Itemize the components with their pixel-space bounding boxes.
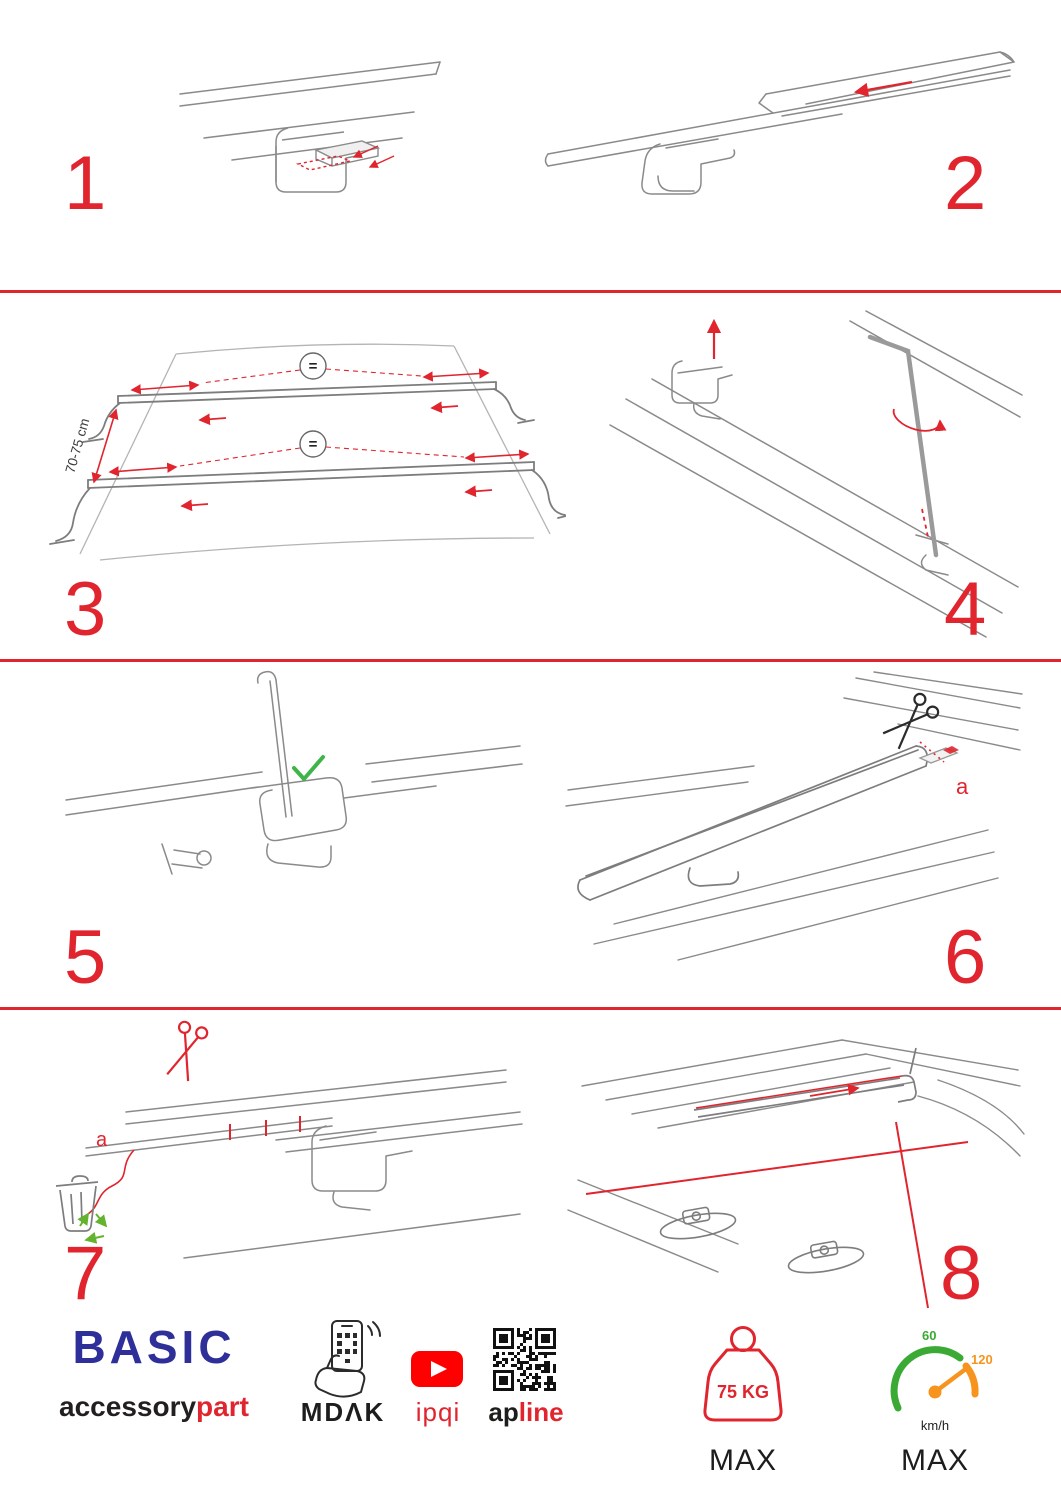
speed-high-label: 120	[971, 1352, 993, 1367]
equal-sign: =	[309, 358, 318, 375]
section-divider-1	[0, 290, 1061, 293]
strip-highlight	[695, 1075, 903, 1109]
logo-ipqi: ipqi	[415, 1397, 461, 1427]
hex-key-drawing	[867, 334, 939, 558]
roof-drawing	[567, 1039, 1025, 1273]
dimension-arrows	[91, 368, 530, 484]
speed-unit-label: km/h	[921, 1418, 949, 1433]
logo-mdak: MDΛK	[300, 1397, 386, 1427]
equal-sign: =	[309, 436, 318, 453]
brand-subtitle-right: part	[196, 1391, 249, 1422]
cut-point-label: a	[956, 774, 969, 799]
rubber-pad-drawing	[313, 140, 381, 167]
rubber-strip-end	[918, 746, 959, 764]
alignment-lines	[585, 1121, 969, 1309]
step-8-number: 8	[940, 1231, 983, 1316]
step-2-illustration	[544, 51, 1015, 195]
speedometer-icon: 60 120 km/h	[890, 1328, 993, 1433]
step-7-illustration: a	[55, 1020, 523, 1259]
adjust-arrows	[180, 401, 493, 512]
rail-and-clamp-drawing	[609, 310, 1023, 638]
section-divider-2	[0, 659, 1061, 662]
step-3-illustration: = = 70-75 cm	[49, 343, 566, 561]
step7-red-marks	[87, 1116, 301, 1215]
weight-limit-icon: 75 KG	[703, 1326, 783, 1422]
roof-edge-drawing	[179, 61, 441, 161]
slide-direction-arrow	[853, 80, 913, 97]
section-divider-3	[0, 1007, 1061, 1010]
logo-apline-right: line	[518, 1397, 564, 1427]
clamp-rod-drawing	[65, 670, 523, 875]
strip-and-clamp-drawing	[85, 1069, 523, 1259]
brand-subtitle-left: accessory	[59, 1391, 197, 1422]
crossbars-drawing	[49, 381, 566, 545]
insert-arrows	[295, 145, 395, 171]
phone-qr-pixels	[337, 1333, 357, 1363]
strip-arrow	[809, 1083, 860, 1097]
speed-max-label: MAX	[900, 1444, 969, 1477]
crossbar-drawing	[577, 745, 929, 901]
scissors-icon	[882, 692, 940, 750]
equal-badge-bottom: =	[299, 430, 327, 458]
brand-subtitle: accessorypart	[44, 1391, 264, 1423]
step-4-illustration	[609, 310, 1023, 638]
recycle-icon	[77, 1212, 108, 1244]
t-adapters-drawing	[659, 1206, 865, 1274]
step-8-illustration	[567, 1039, 1025, 1309]
step-7-number: 7	[64, 1231, 107, 1316]
weight-max-label: MAX	[708, 1444, 777, 1477]
brand-logo: BASIC	[72, 1321, 236, 1373]
dimension-leaders	[179, 368, 465, 467]
step-6-illustration: a	[565, 671, 1023, 961]
step-1-number: 1	[64, 141, 107, 226]
needle-hub	[928, 1385, 942, 1399]
checkmark-icon	[292, 755, 325, 781]
logo-apline: apline	[474, 1398, 578, 1427]
logo-apline-left: ap	[488, 1397, 519, 1427]
qr-code	[493, 1328, 556, 1391]
scissors-icon	[166, 1020, 209, 1082]
step-5-illustration	[65, 670, 523, 875]
step-5-number: 5	[64, 915, 107, 1000]
roof-slats-drawing	[565, 671, 1023, 961]
play-triangle	[431, 1361, 447, 1377]
step-6-number: 6	[944, 915, 987, 1000]
youtube-icon	[411, 1351, 463, 1387]
equal-badge-top: =	[299, 352, 327, 380]
trash-icon	[55, 1175, 99, 1232]
phone-qr-icon	[314, 1320, 381, 1398]
step-2-number: 2	[944, 141, 987, 226]
weight-limit-value: 75 KG	[717, 1382, 769, 1402]
cut-strip-label: a	[96, 1129, 108, 1151]
crossbar-with-strip	[693, 1047, 917, 1118]
clamp-drawing	[275, 127, 363, 193]
step-1-illustration	[179, 61, 441, 193]
step4-red-marks	[706, 318, 947, 538]
bar-distance-label: 70-75 cm	[62, 417, 92, 475]
speed-low-label: 60	[922, 1328, 936, 1343]
step-4-number: 4	[944, 567, 987, 652]
step-3-number: 3	[64, 567, 107, 652]
